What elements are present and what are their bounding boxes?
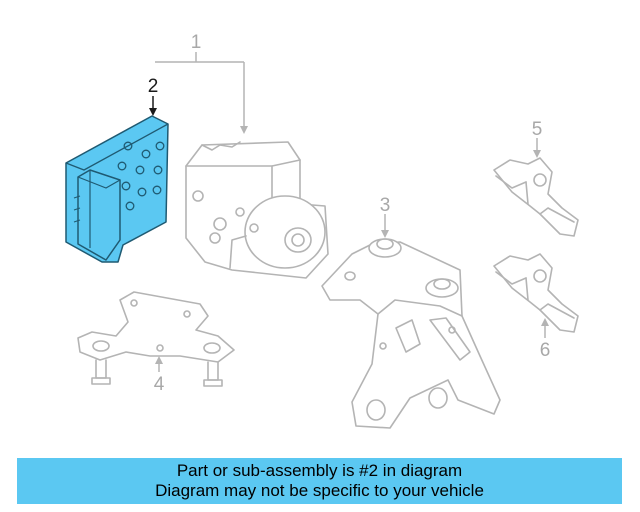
callout-6: 6	[540, 340, 551, 361]
wheel-speed-sensor-upper	[493, 138, 579, 237]
callout-2: 2	[148, 76, 159, 97]
info-banner: Part or sub-assembly is #2 in diagram Di…	[17, 458, 622, 504]
callout-4: 4	[154, 374, 165, 395]
banner-line-2: Diagram may not be specific to your vehi…	[155, 481, 484, 500]
callout-1: 1	[191, 32, 202, 53]
wheel-speed-sensor-lower	[493, 253, 579, 338]
leader-1	[155, 52, 248, 134]
abs-control-module	[65, 96, 169, 263]
mounting-bracket	[321, 214, 501, 429]
lower-bracket	[77, 291, 235, 387]
abs-hydraulic-unit	[185, 141, 329, 279]
callout-5: 5	[532, 119, 543, 140]
banner-line-1: Part or sub-assembly is #2 in diagram	[176, 461, 463, 480]
callout-3: 3	[380, 195, 391, 216]
